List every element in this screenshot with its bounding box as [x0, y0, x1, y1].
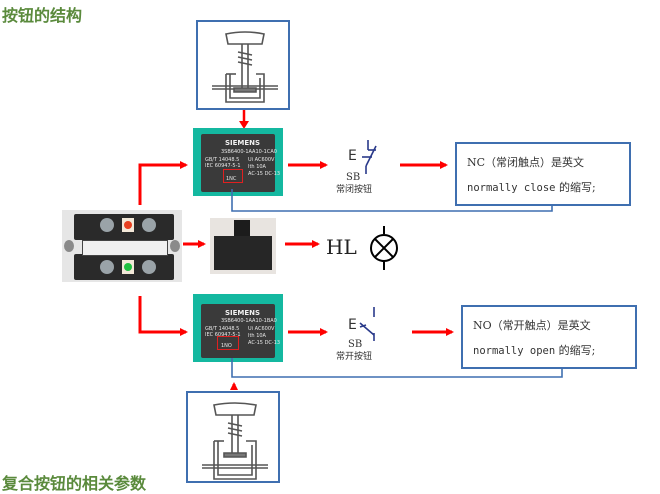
no-symbol-caption: 常开按钮	[336, 352, 373, 362]
no-note-tail: 的缩写;	[555, 344, 596, 357]
no-callout-connector	[231, 358, 563, 378]
no-note-line1: NO（常开触点）是英文	[473, 319, 591, 332]
nc-contact-type: 1NC	[226, 176, 237, 182]
nc-definition-note: NC（常闭触点）是英文 normally close 的缩写;	[455, 142, 631, 206]
nc-contact-ui: Ui AC600V	[248, 157, 275, 163]
nc-symbol-caption: 常闭按钮	[336, 185, 373, 195]
no-note-english: normally open	[473, 345, 556, 357]
nc-contact-ac: AC-15 DC-13	[248, 171, 281, 177]
no-switch-symbol: E SB 常开按钮	[336, 305, 396, 362]
nc-contact-iec: IEC 60947-5-1	[205, 163, 241, 169]
no-symbol-letter: E	[348, 317, 357, 333]
no-contact-ui: Ui AC600V	[248, 326, 275, 332]
no-symbol-code: SB	[348, 339, 363, 350]
nc-callout-connector	[231, 189, 553, 212]
nc-mechanism-icon	[212, 31, 278, 103]
nc-contact-block: SIEMENS 3SB6400-1AA10-1CA0 GB/T 14048.5 …	[193, 128, 283, 196]
nc-note-english: normally close	[467, 182, 556, 194]
no-contact-type: 1NO	[221, 343, 232, 349]
nc-highlight-mark	[223, 169, 243, 183]
no-contact-iec: IEC 60947-5-1	[205, 332, 241, 338]
screw-icon	[142, 260, 156, 274]
nc-mechanism-diagram	[196, 20, 290, 110]
green-indicator-icon	[124, 263, 132, 271]
nc-symbol-code: SB	[346, 172, 361, 183]
arrow-down-to-nc	[239, 110, 249, 129]
nc-contact-std: GB/T 14048.5	[205, 157, 240, 163]
arrow-to-nc-contact	[138, 161, 188, 205]
no-contact-std: GB/T 14048.5	[205, 326, 240, 332]
section-heading-structure: 按钮的结构	[2, 6, 83, 25]
nc-contact-symbol-icon	[362, 140, 377, 174]
no-note-line2: normally open 的缩写;	[473, 338, 625, 364]
red-indicator-icon	[124, 221, 132, 229]
nc-symbol-letter: E	[348, 148, 357, 164]
no-contact-block: SIEMENS 3SB6400-1AA10-1BA0 GB/T 14048.5 …	[193, 294, 283, 362]
no-highlight-mark	[217, 336, 239, 350]
screw-icon	[100, 218, 114, 232]
arrow-to-no-contact	[138, 296, 188, 336]
nc-contact-ith: Ith 10A	[248, 164, 266, 170]
nc-switch-symbol: E SB 常闭按钮	[336, 138, 396, 195]
nc-note-line2: normally close 的缩写;	[467, 175, 619, 201]
lamp-symbol-icon	[370, 226, 398, 270]
no-contact-symbol-icon	[359, 307, 375, 341]
nc-contact-model: 3SB6400-1AA10-1CA0	[221, 149, 277, 155]
lamp-holder-photo	[210, 218, 276, 274]
no-definition-note: NO（常开触点）是英文 normally open 的缩写;	[461, 305, 637, 369]
screw-icon	[100, 260, 114, 274]
connector-layer	[138, 161, 563, 390]
nc-note-tail: 的缩写;	[555, 181, 596, 194]
no-mechanism-icon	[202, 402, 268, 480]
nc-contact-brand: SIEMENS	[225, 139, 261, 147]
lamp-label: HL	[326, 235, 357, 259]
no-contact-ac: AC-15 DC-13	[248, 340, 281, 346]
no-contact-model: 3SB6400-1AA10-1BA0	[221, 318, 277, 324]
pushbutton-assembly-photo	[62, 210, 182, 282]
no-mechanism-diagram	[186, 391, 280, 483]
no-contact-brand: SIEMENS	[225, 309, 261, 317]
nc-note-line1: NC（常闭触点）是英文	[467, 156, 585, 169]
screw-icon	[142, 218, 156, 232]
no-contact-ith: Ith 10A	[248, 333, 266, 339]
